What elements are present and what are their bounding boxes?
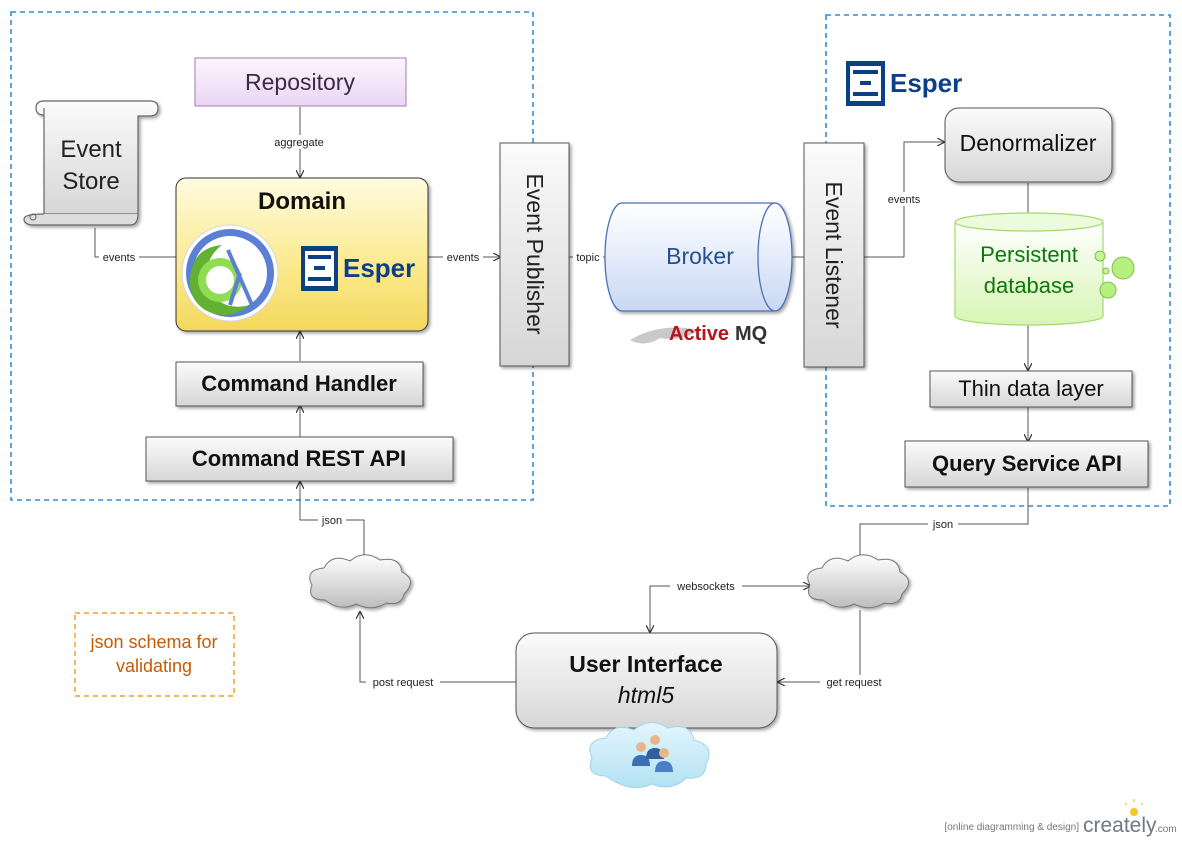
domain-title: Domain bbox=[258, 188, 346, 215]
esper-label-left: Esper bbox=[343, 253, 415, 283]
svg-text:MQ: MQ bbox=[735, 323, 767, 345]
command-handler-box bbox=[175, 361, 424, 407]
svg-text:Active: Active bbox=[669, 323, 729, 345]
get-request-label: get request bbox=[826, 677, 881, 689]
command-rest-api-box bbox=[145, 436, 454, 482]
event-store-line2: Store bbox=[62, 168, 119, 195]
note-line2: validating bbox=[116, 656, 192, 676]
esper-label-right: Esper bbox=[890, 68, 962, 98]
query-service-api-label: Query Service API bbox=[932, 451, 1122, 476]
broker-cylinder bbox=[604, 202, 793, 312]
denormalizer-box bbox=[944, 107, 1113, 183]
event-listener-box bbox=[803, 142, 865, 368]
persistent-db-line2: database bbox=[984, 273, 1075, 298]
cloud-icon-left bbox=[309, 554, 411, 609]
query-service-api-box bbox=[904, 440, 1149, 488]
user-interface-title: User Interface bbox=[569, 651, 722, 677]
json-schema-note bbox=[74, 612, 235, 697]
event-publisher-label: Event Publisher bbox=[522, 173, 548, 334]
events-label-right: events bbox=[888, 194, 921, 206]
footer-brand: creately bbox=[1083, 814, 1157, 837]
persistent-db-line1: Persistent bbox=[980, 242, 1078, 267]
activemq-logo: Active MQ bbox=[630, 323, 767, 345]
json-label-right: json bbox=[932, 519, 953, 531]
esper-icon-right bbox=[846, 61, 885, 106]
thin-data-layer-box bbox=[929, 370, 1133, 408]
footer-tagline: [online diagramming & design] bbox=[944, 822, 1079, 833]
cloud-icon-right bbox=[807, 554, 909, 609]
command-rest-api-label: Command REST API bbox=[192, 446, 406, 471]
footer-brand-domain: .com bbox=[1155, 824, 1177, 835]
thin-data-layer-label: Thin data layer bbox=[958, 376, 1104, 401]
event-store-scroll bbox=[23, 100, 159, 226]
repository-box bbox=[194, 57, 407, 107]
note-line1: json schema for bbox=[89, 632, 217, 652]
event-publisher-box bbox=[499, 142, 570, 367]
event-listener-label: Event Listener bbox=[821, 181, 847, 328]
users-cloud-icon bbox=[589, 722, 710, 789]
user-interface-subtitle: html5 bbox=[618, 682, 674, 708]
events-label-left: events bbox=[103, 252, 136, 264]
user-interface-box bbox=[515, 632, 778, 729]
creately-bulb-icon bbox=[1124, 799, 1144, 816]
aggregate-label: aggregate bbox=[274, 137, 324, 149]
json-label-left: json bbox=[321, 515, 342, 527]
event-store-line1: Event bbox=[60, 136, 122, 163]
broker-label: Broker bbox=[666, 243, 734, 269]
websockets-label: websockets bbox=[676, 581, 735, 593]
post-request-label: post request bbox=[373, 677, 434, 689]
persistent-database-cylinder bbox=[954, 212, 1135, 326]
command-handler-label: Command Handler bbox=[201, 371, 397, 396]
clojure-logo bbox=[181, 224, 279, 322]
denormalizer-label: Denormalizer bbox=[960, 130, 1097, 156]
repository-label: Repository bbox=[245, 69, 355, 95]
topic-label: topic bbox=[576, 252, 600, 264]
events-label-mid: events bbox=[447, 252, 480, 264]
esper-icon-left bbox=[301, 246, 338, 291]
